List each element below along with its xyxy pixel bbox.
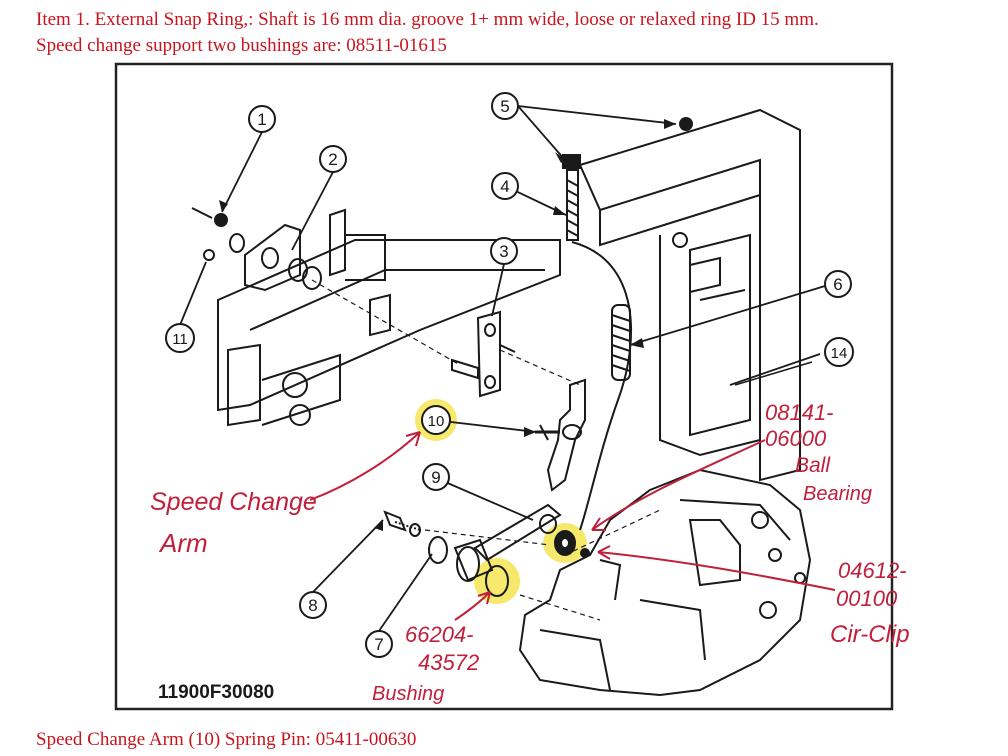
callout-8 (299, 591, 327, 619)
callout-1 (248, 105, 276, 133)
transmission-housing (518, 468, 812, 697)
cir-clip-part (580, 548, 590, 558)
dashed-lines (311, 279, 661, 621)
handwriting-arrows (309, 361, 836, 621)
right-frame (578, 108, 801, 482)
note-clip-num-2: 00100 (836, 586, 898, 611)
support-plate (229, 223, 322, 292)
highlight-bushing (474, 558, 520, 604)
spring-4 (562, 154, 581, 241)
callout-3 (490, 237, 518, 265)
footer-note: Speed Change Arm (10) Spring Pin: 05411-… (36, 729, 417, 750)
callout-label-8: 8 (308, 596, 317, 615)
spring-6 (611, 304, 631, 381)
header-line-2: Speed change support two bushings are: 0… (36, 35, 447, 56)
callout-6 (824, 270, 852, 298)
note-ball: Ball (795, 454, 831, 477)
speed-change-arm-part (535, 378, 586, 492)
cable (571, 241, 632, 531)
callout-arrows (219, 119, 676, 531)
callout-14 (824, 337, 854, 367)
note-bearing-num-2: 06000 (765, 426, 827, 451)
callout-label-11: 11 (172, 331, 188, 348)
callout-2 (319, 145, 347, 173)
callout-label-9: 9 (431, 468, 440, 487)
link-rod-9 (473, 503, 576, 562)
callout-11 (165, 323, 195, 353)
note-bushing: Bushing (372, 683, 444, 705)
note-clip-num-1: 04612- (838, 558, 907, 583)
callout-5 (491, 92, 519, 120)
callout-label-1: 1 (257, 110, 266, 129)
callout-label-6: 6 (833, 275, 842, 294)
diagram-frame (114, 62, 894, 711)
note-bearing: Bearing (803, 483, 872, 505)
part-3 (451, 310, 516, 398)
snap-ring-1 (191, 207, 228, 261)
callout-label-14: 14 (831, 345, 848, 362)
note-arm: Arm (158, 528, 208, 558)
callout-4 (491, 172, 519, 200)
callout-circles (165, 92, 854, 658)
callout-label-5: 5 (500, 97, 509, 116)
header-line-1: Item 1. External Snap Ring,: Shaft is 16… (36, 9, 819, 30)
note-bushing-num-2: 43572 (418, 650, 479, 675)
note-bearing-num-1: 08141- (765, 400, 834, 425)
note-bushing-num-1: 66204- (405, 622, 474, 647)
nut-5 (679, 117, 693, 131)
callout-label-7: 7 (374, 635, 383, 654)
callout-7 (365, 630, 393, 658)
callout-10 (421, 405, 451, 435)
callout-label-3: 3 (499, 242, 508, 261)
diagram-code: 11900F30080 (158, 682, 274, 703)
callout-label-2: 2 (328, 150, 337, 169)
parts-7-8 (383, 510, 509, 597)
callout-labels: 1 2 3 4 5 6 7 8 9 10 11 14 (172, 97, 847, 654)
note-cir-clip: Cir-Clip (830, 621, 910, 648)
note-speed-change: Speed Change (150, 488, 317, 516)
callout-label-4: 4 (500, 177, 509, 196)
callout-9 (422, 463, 450, 491)
left-frame (217, 208, 561, 427)
handwriting: Speed Change Arm 08141- 06000 Ball Beari… (150, 400, 910, 705)
callout-label-10: 10 (428, 413, 445, 430)
